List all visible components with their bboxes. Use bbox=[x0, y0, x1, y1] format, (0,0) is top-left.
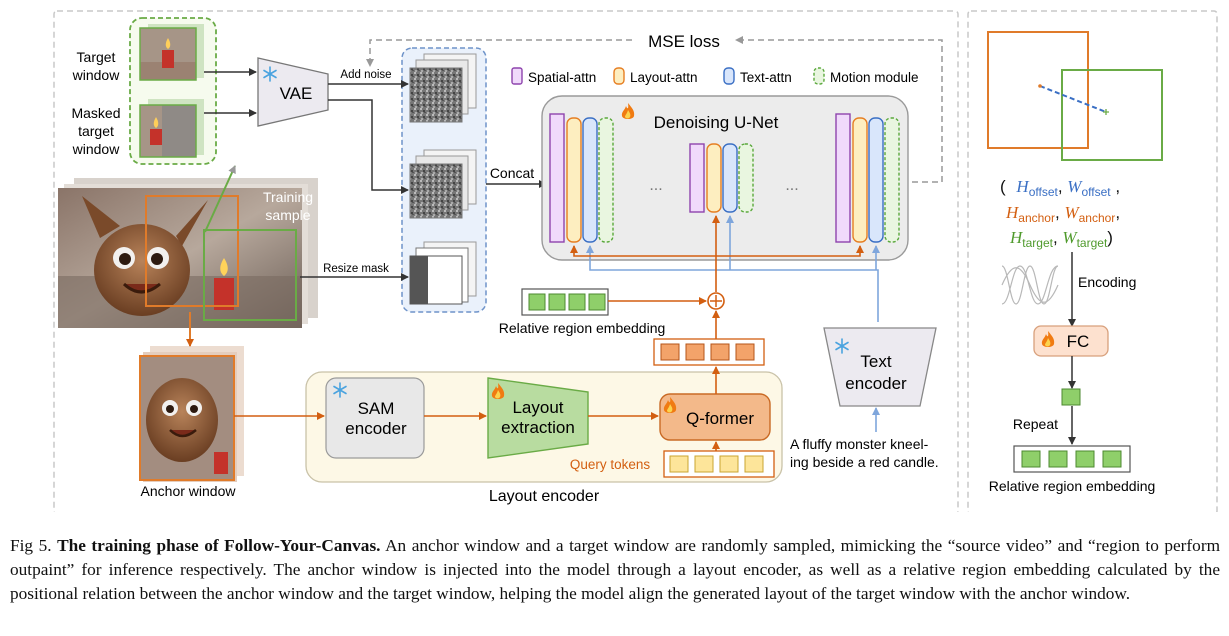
query-tokens bbox=[663, 450, 775, 478]
resize-mask-label: Resize mask bbox=[323, 263, 389, 275]
legend-swatch-spatial bbox=[511, 67, 523, 85]
noisy-latent bbox=[409, 53, 477, 123]
unet-blocks-right bbox=[835, 113, 900, 243]
snowflake-icon bbox=[832, 336, 852, 356]
unet-blocks-left bbox=[549, 113, 614, 243]
svg-text:( Hoffset, Woffset ,: ( Hoffset, Woffset , bbox=[1000, 177, 1120, 199]
mse-to-latent-arrow bbox=[366, 39, 632, 67]
snowflake-icon bbox=[330, 380, 350, 400]
legend-swatch-layout bbox=[613, 67, 625, 85]
legend-swatch-motion bbox=[813, 67, 825, 85]
caption-prefix: Fig 5. bbox=[10, 536, 52, 555]
repeat-label: Repeat bbox=[1013, 416, 1058, 432]
legend-label-spatial: Spatial-attn bbox=[528, 70, 596, 85]
anchor-window-image bbox=[139, 346, 244, 482]
relative-region-embedding-side bbox=[1013, 445, 1131, 473]
qformer-block bbox=[659, 393, 771, 441]
add-noise-label: Add noise bbox=[340, 69, 391, 81]
qformer-label: Q-former bbox=[686, 409, 754, 428]
unet-label: Denoising U-Net bbox=[654, 113, 779, 132]
unet-blocks-middle bbox=[689, 143, 754, 213]
vae-to-masked-latent-arrow bbox=[328, 99, 409, 194]
fc-block bbox=[1033, 325, 1109, 357]
relative-region-embedding-side-label: Relative region embedding bbox=[989, 478, 1156, 494]
mse-loss-label: MSE loss bbox=[648, 32, 720, 51]
figure-caption: Fig 5. The training phase of Follow-Your… bbox=[10, 534, 1220, 606]
svg-text:Htarget, Wtarget): Htarget, Wtarget) bbox=[1009, 228, 1113, 250]
legend: Spatial-attn Layout-attn Text-attn Motio… bbox=[511, 67, 919, 85]
snowflake-icon bbox=[260, 64, 280, 84]
text-prompt: A fluffy monster kneel-ing beside a red … bbox=[790, 436, 939, 470]
concat-label: Concat bbox=[490, 165, 534, 181]
legend-label-layout: Layout-attn bbox=[630, 70, 698, 85]
legend-swatch-text bbox=[723, 67, 735, 85]
encoding-label: Encoding bbox=[1078, 274, 1136, 290]
sinusoid-encoding-icon bbox=[1001, 265, 1059, 305]
query-tokens-label: Query tokens bbox=[570, 457, 651, 472]
masked-latent bbox=[409, 149, 477, 219]
fc-label: FC bbox=[1067, 332, 1090, 351]
relative-region-embedding-label: Relative region embedding bbox=[499, 320, 666, 336]
anchor-window-label: Anchor window bbox=[141, 483, 237, 499]
qformer-output-tokens bbox=[653, 338, 765, 366]
layout-extraction-block bbox=[487, 377, 589, 459]
layout-conditioning-path bbox=[570, 215, 864, 292]
resized-mask bbox=[409, 241, 477, 305]
single-embedding-token bbox=[1061, 388, 1081, 406]
caption-body: An anchor window and a target window are… bbox=[10, 536, 1221, 603]
relative-region-embedding-main bbox=[521, 288, 609, 316]
vae-label: VAE bbox=[280, 84, 313, 103]
sample-to-target-arrow bbox=[204, 165, 236, 233]
side-panel bbox=[967, 10, 1218, 515]
legend-label-text: Text-attn bbox=[740, 70, 792, 85]
ellipsis-right: ... bbox=[785, 177, 798, 194]
svg-text:Hanchor, Wanchor,: Hanchor, Wanchor, bbox=[1005, 203, 1120, 225]
text-conditioning-path bbox=[586, 215, 880, 322]
unet-to-mse-arrow bbox=[735, 36, 943, 183]
target-window-image bbox=[139, 24, 204, 81]
region-geometry-illustration bbox=[987, 31, 1163, 161]
region-coordinates: ( Hoffset, Woffset , Hanchor, Wanchor, H… bbox=[1000, 177, 1120, 250]
layout-encoder-label: Layout encoder bbox=[489, 488, 600, 505]
text-encoder-block bbox=[823, 327, 937, 407]
masked-target-window-image bbox=[139, 99, 204, 158]
sam-encoder-block bbox=[325, 377, 425, 459]
legend-label-motion: Motion module bbox=[830, 70, 919, 85]
training-sample-image bbox=[58, 178, 318, 328]
caption-title: The training phase of Follow-Your-Canvas… bbox=[57, 536, 381, 555]
ellipsis-left: ... bbox=[649, 177, 662, 194]
